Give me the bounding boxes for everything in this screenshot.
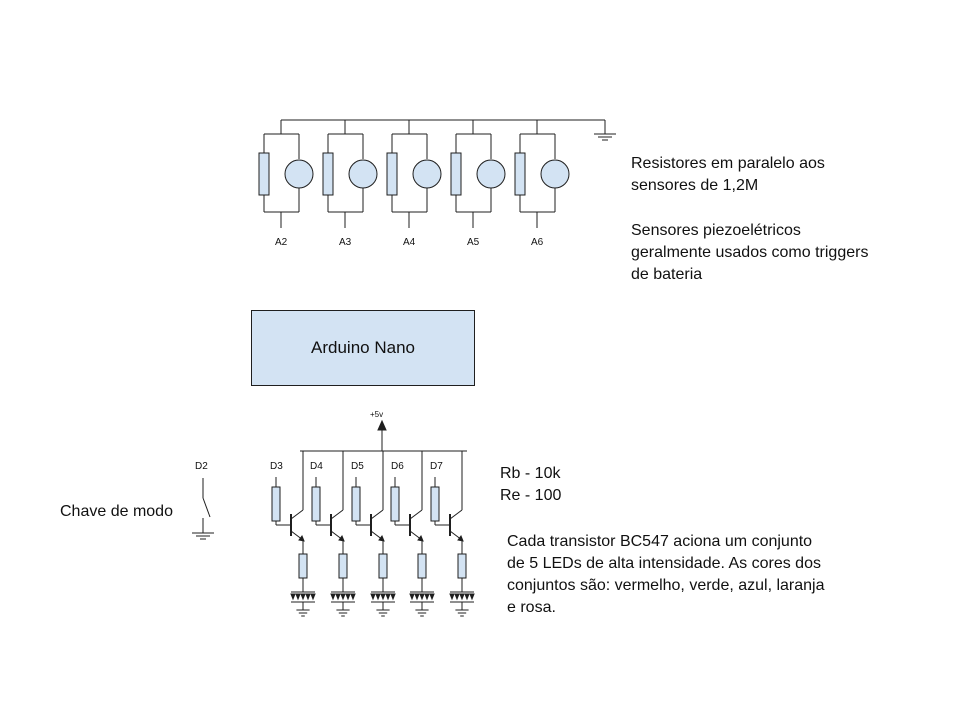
output-pin-label: D7 — [430, 461, 443, 472]
transistor-note-line-3: conjuntos são: vermelho, verde, azul, la… — [507, 577, 825, 594]
led-diode — [469, 593, 475, 601]
emitter-arrow — [457, 534, 464, 542]
supply-arrow — [377, 419, 387, 431]
transistor-note-line-4: e rosa. — [507, 599, 556, 616]
emitter-resistor — [417, 553, 427, 579]
led-diode — [370, 593, 376, 601]
arduino-nano-block: Arduino Nano — [251, 310, 475, 386]
led-diode — [464, 593, 470, 601]
output-pin-label: D6 — [391, 461, 404, 472]
sensor-pin-label: A6 — [531, 237, 544, 248]
sensor-pin-label: A4 — [403, 237, 416, 248]
resistor-1m2 — [514, 152, 526, 196]
sensor-pin-label: A2 — [275, 237, 288, 248]
emitter-arrow — [298, 534, 305, 542]
re-value: Re - 100 — [500, 487, 562, 504]
led-diode — [290, 593, 296, 601]
resistor-note-line-2: sensores de 1,2M — [631, 177, 759, 194]
piezo-sensor — [540, 159, 570, 189]
mode-pin-label: D2 — [195, 461, 208, 472]
led-diode — [350, 593, 356, 601]
emitter-resistor — [378, 553, 388, 579]
led-diode — [295, 593, 301, 601]
transistor-collector — [449, 509, 463, 520]
led-diode — [419, 593, 425, 601]
piezo-sensor — [284, 159, 314, 189]
resistor-note: Resistores em paralelo aos sensores de 1… — [631, 153, 825, 197]
supply-label: +5v — [370, 410, 384, 419]
resistor-values-note: Rb - 10k Re - 100 — [500, 463, 561, 507]
led-diode — [300, 593, 306, 601]
led-diode — [449, 593, 455, 601]
mode-switch-label: Chave de modo — [60, 503, 173, 520]
resistor-note-line-1: Resistores em paralelo aos — [631, 155, 825, 172]
transistor-note: Cada transistor BC547 aciona um conjunto… — [507, 531, 825, 619]
led-diode — [385, 593, 391, 601]
piezo-note-line-3: de bateria — [631, 266, 703, 283]
piezo-sensor — [348, 159, 378, 189]
output-pin-label: D4 — [310, 461, 323, 472]
emitter-resistor — [457, 553, 467, 579]
led-diode — [409, 593, 415, 601]
resistor-1m2 — [386, 152, 398, 196]
piezo-sensor — [476, 159, 506, 189]
piezo-sensor — [412, 159, 442, 189]
emitter-arrow — [417, 534, 424, 542]
led-diode — [345, 593, 351, 601]
led-diode — [375, 593, 381, 601]
arduino-label: Arduino Nano — [311, 338, 415, 357]
emitter-resistor — [338, 553, 348, 579]
transistor-collector — [409, 509, 423, 520]
transistor-collector — [370, 509, 384, 520]
led-diode — [305, 593, 311, 601]
piezo-note: Sensores piezoelétricos geralmente usado… — [631, 220, 868, 286]
piezo-note-line-2: geralmente usados como triggers — [631, 244, 869, 261]
sensor-pin-label: A5 — [467, 237, 480, 248]
output-pin-label: D3 — [270, 461, 283, 472]
led-diode — [424, 593, 430, 601]
led-diode — [330, 593, 336, 601]
led-diode — [310, 593, 316, 601]
led-diode — [390, 593, 396, 601]
transistor-collector — [330, 509, 344, 520]
led-diode — [340, 593, 346, 601]
transistor-note-line-1: Cada transistor BC547 aciona um conjunto — [507, 533, 813, 550]
base-resistor — [430, 486, 440, 522]
sensor-pin-label: A3 — [339, 237, 352, 248]
base-resistor — [351, 486, 361, 522]
resistor-1m2 — [258, 152, 270, 196]
emitter-arrow — [338, 534, 345, 542]
led-diode — [454, 593, 460, 601]
resistor-1m2 — [322, 152, 334, 196]
base-resistor — [390, 486, 400, 522]
led-diode — [429, 593, 435, 601]
led-diode — [414, 593, 420, 601]
piezo-note-line-1: Sensores piezoelétricos — [631, 222, 801, 239]
transistor-collector — [290, 509, 304, 520]
resistor-1m2 — [450, 152, 462, 196]
emitter-resistor — [298, 553, 308, 579]
base-resistor — [311, 486, 321, 522]
led-diode — [459, 593, 465, 601]
base-resistor — [271, 486, 281, 522]
led-diode — [335, 593, 341, 601]
transistor-note-line-2: de 5 LEDs de alta intensidade. As cores … — [507, 555, 821, 572]
led-diode — [380, 593, 386, 601]
emitter-arrow — [378, 534, 385, 542]
mode-switch — [202, 497, 211, 518]
output-pin-label: D5 — [351, 461, 364, 472]
rb-value: Rb - 10k — [500, 465, 561, 482]
